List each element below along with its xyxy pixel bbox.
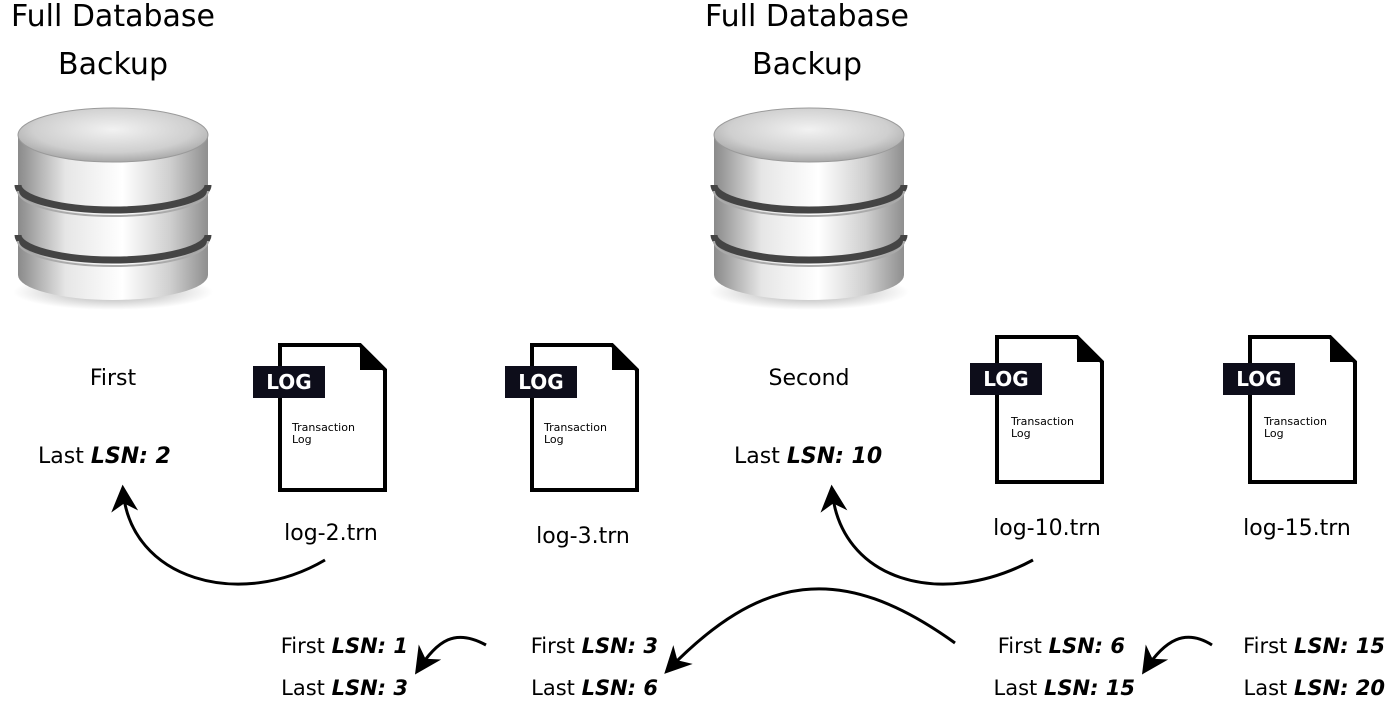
backup-title-line2: Backup xyxy=(58,47,168,82)
log-filename: log-3.trn xyxy=(536,524,630,549)
backup-title: Full Database Backup xyxy=(0,0,263,86)
backup-title: Full Database Backup xyxy=(657,0,957,86)
document-icon xyxy=(253,343,387,492)
log-filename: log-2.trn xyxy=(284,521,378,546)
arrow-log10-to-log3 xyxy=(664,587,956,674)
log-last-lsn: Last LSN: 15 xyxy=(993,676,1135,700)
backup-caption: Second xyxy=(768,366,850,391)
document-icon xyxy=(505,343,639,492)
backup-title-line1: Full Database xyxy=(11,0,215,34)
log-last-lsn: Last LSN: 3 xyxy=(281,676,408,700)
log-filename: log-15.trn xyxy=(1243,516,1351,541)
log-first-lsn: First LSN: 15 xyxy=(1243,634,1385,658)
backup-title-line1: Full Database xyxy=(705,0,909,34)
database-icon xyxy=(13,107,213,310)
document-icon xyxy=(1223,335,1357,484)
arrow-log3-to-log2 xyxy=(415,635,487,675)
backup-caption: First xyxy=(89,366,137,391)
log-last-lsn: Last LSN: 6 xyxy=(531,676,658,700)
arrow-log15-to-log10 xyxy=(1142,635,1213,675)
log-first-lsn: First LSN: 3 xyxy=(530,634,658,658)
log-last-lsn: Last LSN: 20 xyxy=(1243,676,1385,700)
backup-last-lsn: Last LSN: 2 xyxy=(38,444,171,469)
log-filename: log-10.trn xyxy=(993,516,1101,541)
document-icon xyxy=(970,335,1104,484)
arrow-log10-to-second-backup xyxy=(820,484,1034,586)
log-badge: LOG xyxy=(1236,367,1282,391)
log-badge: LOG xyxy=(983,367,1029,391)
database-icon xyxy=(709,107,909,310)
log-badge: LOG xyxy=(518,370,564,394)
log-first-lsn: First LSN: 1 xyxy=(280,634,408,658)
arrow-log2-to-first-backup xyxy=(111,484,326,586)
log-badge: LOG xyxy=(266,370,312,394)
backup-last-lsn: Last LSN: 10 xyxy=(734,444,883,469)
backup-title-line2: Backup xyxy=(752,47,862,82)
log-first-lsn: First LSN: 6 xyxy=(997,634,1125,658)
